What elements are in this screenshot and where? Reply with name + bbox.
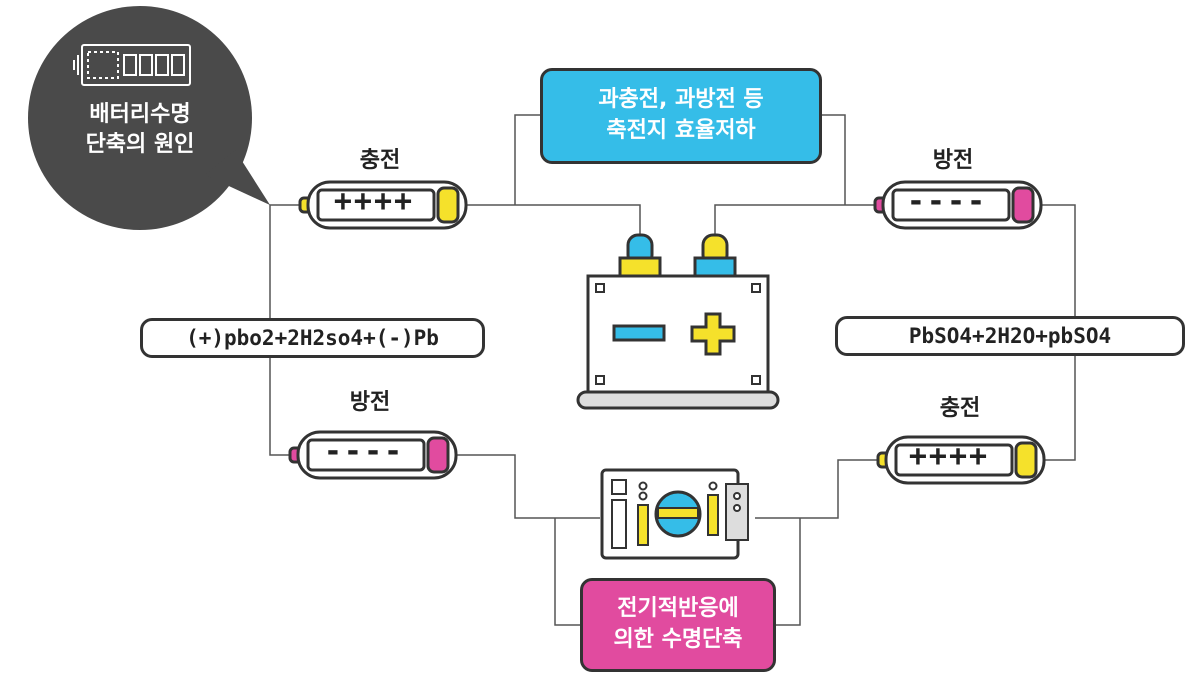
controller-device-icon [600,468,749,560]
formula-left: (+)pbo2+2H2so4+(-)Pb [140,318,485,358]
label-top-left: 충전 [359,148,401,173]
battery-icon [73,44,191,86]
car-battery-icon [576,233,780,410]
battery-bottom-right [876,435,1046,485]
battery-top-right [873,180,1043,230]
bottom-callout-box: 전기적반응에 의한 수명단축 [580,578,776,672]
top-callout-line-2: 축전지 효율저하 [606,118,756,143]
label-bottom-left: 방전 [349,390,391,415]
sign-top-right: ---- [906,184,988,219]
top-callout-line-1: 과충전, 과방전 등 [598,87,764,113]
speech-bubble [28,6,270,230]
bubble-line-1: 배터리수명 [89,102,191,127]
connector-lines [269,114,1076,626]
sign-bottom-right: ++++ [908,439,990,474]
top-callout-box: 과충전, 과방전 등 축전지 효율저하 [540,68,822,164]
label-bottom-right: 충전 [939,396,981,421]
bottom-callout-line-2: 의한 수명단축 [613,627,743,652]
formula-right: PbSO4+2H2O+pbSO4 [835,316,1185,356]
label-top-right: 방전 [932,148,974,173]
battery-bottom-left [288,430,458,480]
bottom-callout-line-1: 전기적반응에 [617,596,739,622]
sign-bottom-left: ---- [323,434,405,469]
sign-top-left: ++++ [333,184,415,219]
battery-top-left [298,180,468,230]
bubble-text: 배터리수명 단축의 원인 [40,100,240,159]
bubble-line-2: 단축의 원인 [85,131,195,157]
